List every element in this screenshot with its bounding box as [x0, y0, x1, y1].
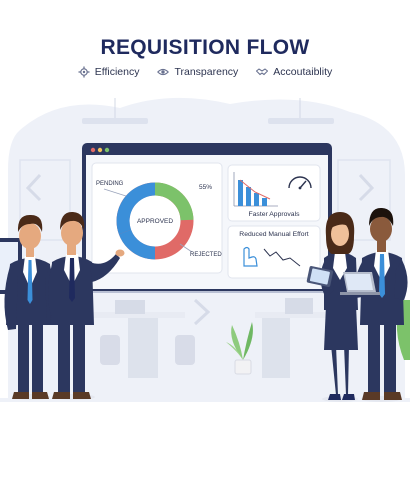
- ceiling-lamps: [82, 98, 334, 124]
- value-item: Efficiency: [78, 66, 140, 78]
- pending-leader: [103, 188, 127, 197]
- donut-center-label: APPROVED: [137, 218, 173, 225]
- rejected-leader: [179, 243, 193, 253]
- approval-donut: [116, 182, 194, 260]
- value-item: Transparency: [157, 66, 238, 78]
- donut-card: [91, 162, 223, 274]
- donut-segment-pending: [154, 182, 194, 221]
- eye-icon: [157, 68, 170, 76]
- reduced-effort-card: [227, 225, 321, 279]
- value-label: Transparency: [174, 66, 239, 78]
- donut-pending-label: PENDING: [96, 181, 124, 187]
- hand-pointer-icon: [243, 246, 258, 267]
- window-dot-yellow: [97, 147, 103, 153]
- donut-percent-label: 55%: [199, 184, 212, 191]
- reduced-effort-label: Reduced Manual Effort: [239, 231, 309, 238]
- bar-chart-icon: [233, 172, 278, 207]
- donut-segment-approved: [116, 182, 156, 235]
- window-dot-green: [104, 147, 110, 153]
- downtrend-line: [263, 248, 301, 267]
- gear-icon: [78, 66, 90, 78]
- handshake-icon: [256, 68, 269, 76]
- floor: [0, 398, 410, 402]
- faster-approvals-card: [227, 164, 321, 222]
- background-windows: [19, 159, 391, 241]
- window-dot-red: [90, 147, 96, 153]
- potted-plant: [226, 322, 253, 375]
- donut-rejected-label: REJECTED: [190, 252, 222, 258]
- faster-approvals-label: Faster Approvals: [249, 211, 301, 218]
- person-presenter-2: [48, 211, 125, 400]
- value-item: Accoutaiblity: [256, 66, 332, 78]
- value-label: Accoutaiblity: [273, 66, 333, 78]
- person-woman: [306, 212, 358, 402]
- person-laptop: [340, 207, 408, 402]
- back-desks: [90, 298, 330, 378]
- value-label: Efficiency: [94, 66, 140, 78]
- background-arrows: [25, 173, 375, 326]
- page-title: REQUISITION FLOW: [100, 36, 310, 59]
- speedometer-icon: [288, 176, 312, 190]
- donut-segment-approved-bottom: [118, 229, 156, 260]
- values-row: Efficiency Transparency Accoutaiblity: [0, 66, 410, 78]
